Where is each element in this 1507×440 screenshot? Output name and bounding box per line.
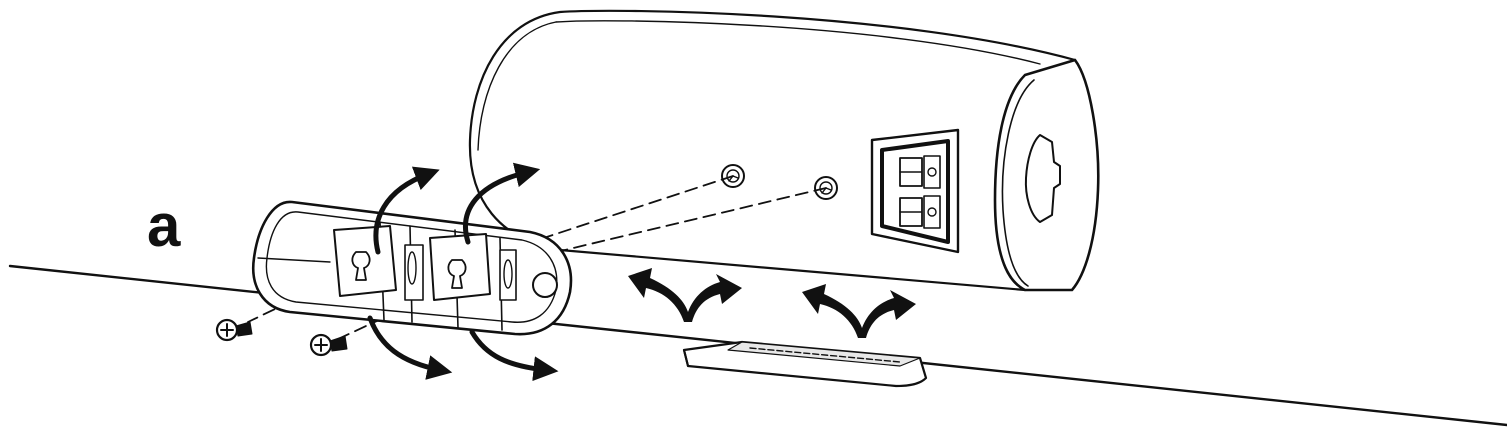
keyhole-wall-bracket: [251, 200, 573, 336]
step-label: a: [147, 192, 181, 259]
screw-icon: [215, 318, 253, 342]
screw-icon: [309, 333, 348, 357]
keyhole-slot-icon: [814, 176, 838, 200]
foot-pad: [682, 340, 928, 388]
rotate-arrow-icon: [367, 315, 559, 382]
curved-exchange-arrow-icon: [628, 268, 916, 338]
rotate-arrow-icon: [373, 162, 541, 255]
speaker-cabinet: [468, 9, 1100, 292]
speaker-binding-terminal: [870, 128, 960, 254]
